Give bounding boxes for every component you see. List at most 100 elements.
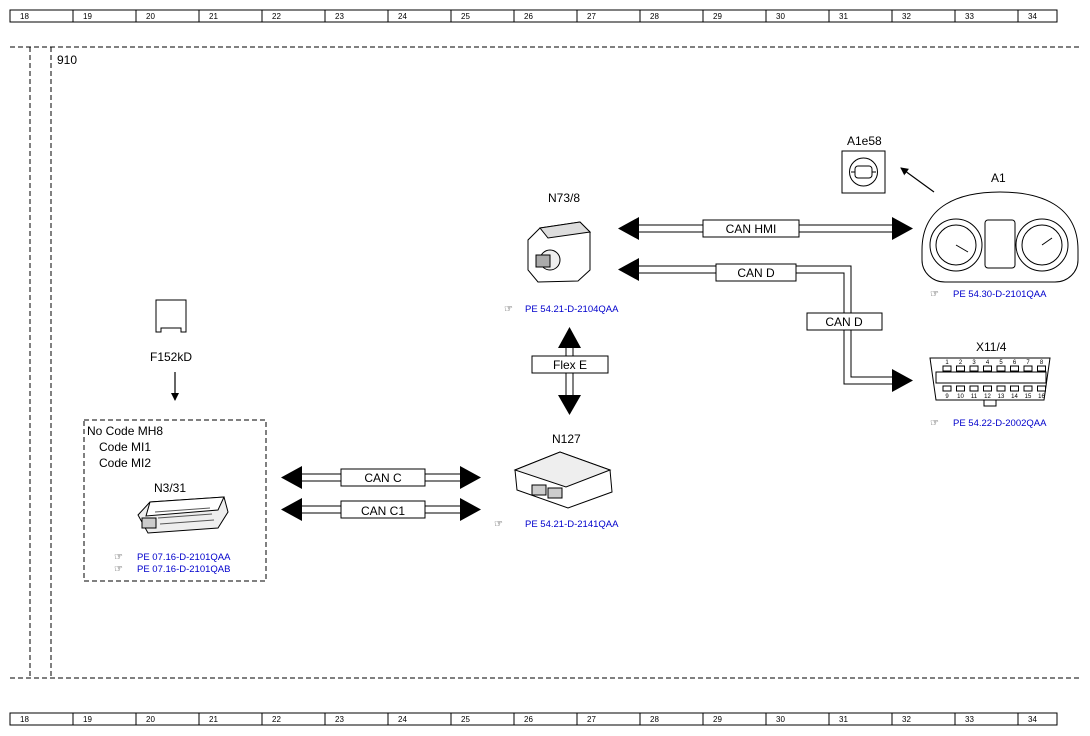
- ruler-label: 33: [965, 715, 974, 724]
- ruler-label: 23: [335, 12, 344, 21]
- pin-number: 12: [984, 394, 991, 400]
- code-mi1: Code MI1: [99, 440, 151, 454]
- n3-31-ref-2[interactable]: ☞ PE 07.16-D-2101QAB: [114, 564, 230, 575]
- svg-text:PE 54.30-D-2101QAA: PE 54.30-D-2101QAA: [953, 289, 1047, 300]
- connector-pin: [1023, 365, 1033, 372]
- n127-component[interactable]: N127: [513, 432, 613, 509]
- pin-number: 14: [1011, 394, 1018, 400]
- x11-4-ref[interactable]: ☞ PE 54.22-D-2002QAA: [930, 418, 1047, 429]
- frame-number: 910: [57, 53, 77, 67]
- connector-pin: [983, 365, 992, 372]
- ruler-label: 18: [20, 715, 29, 724]
- svg-text:☞: ☞: [504, 304, 513, 315]
- n127-ref[interactable]: ☞ PE 54.21-D-2141QAA: [494, 519, 619, 530]
- n73-8-ref[interactable]: ☞ PE 54.21-D-2104QAA: [504, 304, 619, 315]
- pin-number: 3: [972, 360, 976, 366]
- ruler-label: 29: [713, 12, 722, 21]
- bus-can-c[interactable]: CAN C: [281, 466, 481, 489]
- ruler-label: 28: [650, 12, 659, 21]
- a1-label: A1: [991, 171, 1006, 185]
- n73-8-component[interactable]: N73/8: [527, 191, 592, 283]
- bus-can-hmi[interactable]: CAN HMI: [618, 217, 913, 240]
- connector-pin: [983, 385, 992, 392]
- ruler-label: 22: [272, 12, 281, 21]
- ruler-label: 22: [272, 715, 281, 724]
- ruler-label: 31: [839, 12, 848, 21]
- n3-31-label: N3/31: [154, 481, 186, 495]
- ruler-label: 33: [965, 12, 974, 21]
- pin-number: 4: [986, 360, 990, 366]
- can-d-label-1: CAN D: [737, 266, 775, 280]
- svg-text:PE 07.16-D-2101QAA: PE 07.16-D-2101QAA: [137, 552, 231, 563]
- ruler-label: 27: [587, 715, 596, 724]
- pin-number: 10: [957, 394, 964, 400]
- bus-flex-e[interactable]: Flex E: [531, 327, 609, 415]
- ruler-label: 24: [398, 715, 407, 724]
- connector-pin: [1010, 365, 1019, 372]
- relay-f152kd[interactable]: F152kD: [150, 299, 192, 401]
- connector-pin: [1010, 385, 1019, 392]
- svg-text:PE 07.16-D-2101QAB: PE 07.16-D-2101QAB: [137, 564, 230, 575]
- svg-text:☞: ☞: [930, 289, 939, 300]
- n127-label: N127: [552, 432, 581, 446]
- pin-number: 5: [999, 360, 1003, 366]
- ruler-label: 20: [146, 12, 155, 21]
- can-c1-label: CAN C1: [361, 504, 405, 518]
- ruler-label: 31: [839, 715, 848, 724]
- connector-pin: [1023, 385, 1033, 392]
- connector-pin: [956, 365, 965, 372]
- ruler-label: 30: [776, 12, 785, 21]
- svg-text:☞: ☞: [494, 519, 503, 530]
- a1-ref[interactable]: ☞ PE 54.30-D-2101QAA: [930, 289, 1047, 300]
- pin-number: 11: [971, 394, 978, 400]
- ecu-n3-31-icon[interactable]: [137, 496, 229, 534]
- pin-number: 13: [998, 394, 1005, 400]
- n73-8-label: N73/8: [548, 191, 580, 205]
- ruler-label: 25: [461, 12, 470, 21]
- x11-4-label: X11/4: [976, 340, 1007, 354]
- f152kd-label: F152kD: [150, 350, 192, 364]
- can-c-label: CAN C: [364, 471, 402, 485]
- svg-text:PE 54.21-D-2104QAA: PE 54.21-D-2104QAA: [525, 304, 619, 315]
- flex-e-label: Flex E: [553, 358, 587, 372]
- ruler-label: 24: [398, 12, 407, 21]
- ruler-label: 34: [1028, 12, 1037, 21]
- svg-text:PE 54.22-D-2002QAA: PE 54.22-D-2002QAA: [953, 418, 1047, 429]
- svg-text:PE 54.21-D-2141QAA: PE 54.21-D-2141QAA: [525, 519, 619, 530]
- ruler-label: 19: [83, 715, 92, 724]
- code-mi2: Code MI2: [99, 456, 151, 470]
- ruler-label: 18: [20, 12, 29, 21]
- ruler-label: 32: [902, 12, 911, 21]
- connector-pin: [942, 385, 952, 392]
- a1-instrument-cluster[interactable]: A1: [921, 171, 1079, 283]
- code-no-mh8: No Code MH8: [87, 424, 163, 438]
- pin-number: 16: [1038, 394, 1045, 400]
- ruler-label: 19: [83, 12, 92, 21]
- pin-number: 2: [959, 360, 963, 366]
- pin-number: 6: [1013, 360, 1017, 366]
- can-hmi-label: CAN HMI: [726, 222, 777, 236]
- can-d-label-2: CAN D: [825, 315, 863, 329]
- pin-number: 8: [1040, 360, 1044, 366]
- connector-pin: [996, 365, 1006, 372]
- ruler-label: 25: [461, 715, 470, 724]
- ruler-label: 32: [902, 715, 911, 724]
- ruler-label: 21: [209, 12, 218, 21]
- n3-31-ref-1[interactable]: ☞ PE 07.16-D-2101QAA: [114, 552, 231, 563]
- ruler-label: 29: [713, 715, 722, 724]
- ruler-label: 21: [209, 715, 218, 724]
- bus-can-c1[interactable]: CAN C1: [281, 498, 481, 521]
- connector-pin: [942, 365, 952, 372]
- pin-number: 15: [1025, 394, 1032, 400]
- ruler-label: 27: [587, 12, 596, 21]
- ruler-label: 23: [335, 715, 344, 724]
- ruler-label: 26: [524, 715, 533, 724]
- ruler-label: 20: [146, 715, 155, 724]
- a1e58-component[interactable]: A1e58: [841, 134, 886, 194]
- bus-can-d[interactable]: CAN D CAN D: [618, 258, 913, 392]
